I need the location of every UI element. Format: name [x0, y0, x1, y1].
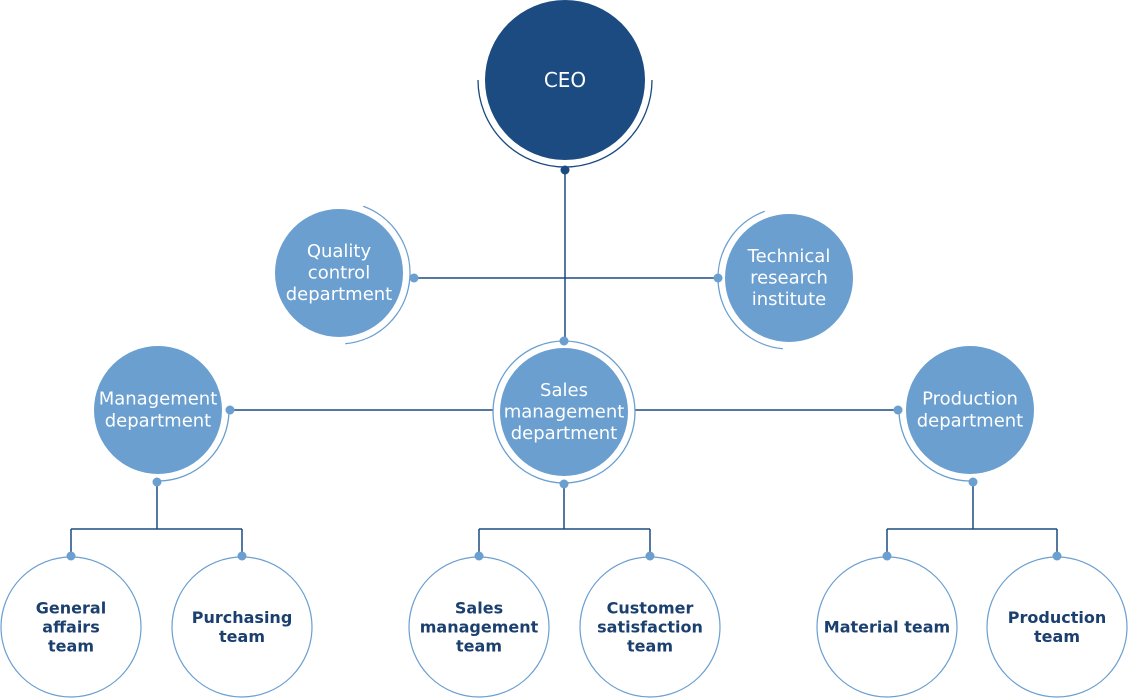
node-label: team	[1034, 627, 1080, 646]
connector-dot-team-3	[474, 551, 484, 561]
dept-circle	[500, 348, 628, 476]
dept-circle	[725, 214, 853, 342]
management-ring-arc	[157, 409, 230, 482]
node-label: Technical	[747, 246, 831, 267]
node-label: department	[511, 423, 618, 444]
connector-dot-management-bottom	[152, 477, 162, 487]
node-label: management	[420, 618, 539, 637]
node-label: department	[105, 410, 212, 431]
node-label: satisfaction	[597, 618, 703, 637]
connector-dot-team-4	[645, 551, 655, 561]
node-label: Purchasing	[192, 608, 293, 627]
connector-dot-team-5	[882, 551, 892, 561]
node-label: team	[48, 637, 94, 656]
node-label: Sales	[455, 598, 503, 617]
node-label: Production	[1008, 608, 1106, 627]
connector-dot-sales-top	[559, 336, 569, 346]
connector-dot-team-6	[1052, 551, 1062, 561]
node-label: Production	[922, 389, 1018, 410]
node-label: affairs	[42, 618, 99, 637]
node-label: Management	[99, 389, 218, 410]
connector-dot-technical	[713, 273, 723, 283]
node-label: CEO	[544, 68, 586, 92]
technical-ring-arc	[717, 210, 783, 350]
node-label: Material team	[824, 618, 950, 637]
node-label: research	[750, 268, 828, 289]
node-label: General	[36, 598, 106, 617]
node-label: team	[219, 627, 265, 646]
node-label: department	[286, 284, 393, 305]
connector-dot-team-1	[66, 551, 76, 561]
ceo-circle	[485, 0, 645, 160]
dept-circle	[94, 346, 222, 474]
dept-circle	[906, 346, 1034, 474]
node-label: Sales	[540, 380, 588, 401]
dept-circle	[275, 209, 403, 337]
connector-dot-team-2	[237, 551, 247, 561]
connector-dot-quality	[409, 273, 419, 283]
connector-dot-ceo	[560, 165, 570, 175]
node-label: Quality	[307, 241, 372, 262]
node-label: management	[504, 402, 625, 423]
connector-dot-production-left	[893, 405, 903, 415]
production-ring-arc	[898, 409, 971, 482]
node-label: team	[456, 637, 502, 656]
connector-dot-production-bottom	[968, 477, 978, 487]
node-label: department	[917, 410, 1024, 431]
quality-ring-arc	[345, 205, 411, 345]
connector-dot-management-right	[225, 405, 235, 415]
connector-dot-sales-bottom	[559, 479, 569, 489]
node-label: Customer	[607, 598, 694, 617]
node-label: institute	[752, 289, 826, 310]
node-material: Material team	[816, 556, 958, 698]
node-label: control	[308, 263, 370, 284]
node-ceo: CEO	[485, 0, 645, 160]
node-label: team	[627, 637, 673, 656]
